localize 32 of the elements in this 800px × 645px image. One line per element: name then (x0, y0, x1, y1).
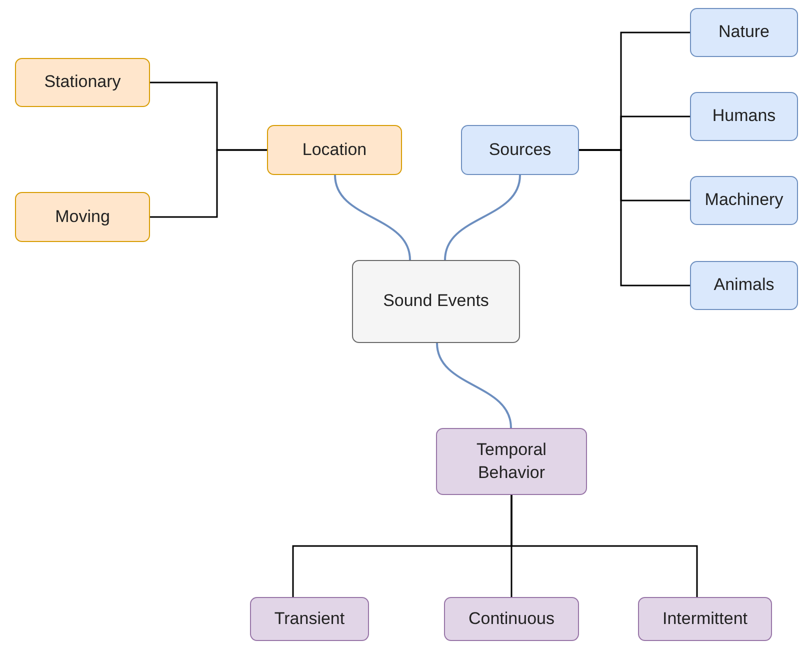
topic-box (444, 597, 579, 641)
topic-label: Intermittent (661, 608, 749, 630)
topic-label: Location (301, 138, 368, 161)
connector-line (579, 149, 690, 286)
connector-line (150, 149, 267, 218)
topic-box (638, 597, 772, 641)
topic-label: Machinery (704, 189, 784, 212)
topic-label: Continuous (467, 608, 556, 630)
connector-line (510, 495, 698, 597)
topic-box (690, 92, 798, 141)
topic-box (250, 597, 369, 641)
topic-box (15, 192, 150, 242)
topic-label: Animals (712, 274, 776, 296)
topic-box (15, 58, 150, 107)
topic-label: Moving (54, 206, 111, 228)
topic-box (352, 260, 520, 343)
connector-line (436, 342, 512, 428)
topic-label: Sources (488, 138, 552, 161)
topic-box (690, 176, 798, 225)
connector-line (334, 174, 411, 260)
topic-label: Nature (717, 21, 771, 44)
topic-label: Humans (711, 105, 777, 128)
connector-line (444, 174, 521, 260)
topic-label: Temporal Behavior (476, 438, 548, 484)
topic-box (690, 8, 798, 57)
topic-box (436, 428, 587, 495)
topic-box (461, 125, 579, 175)
topic-box (690, 261, 798, 310)
topic-label: Transient (273, 608, 346, 630)
topic-label: Sound Events (382, 290, 490, 312)
topic-label: Stationary (43, 71, 122, 94)
topic-box (267, 125, 402, 175)
